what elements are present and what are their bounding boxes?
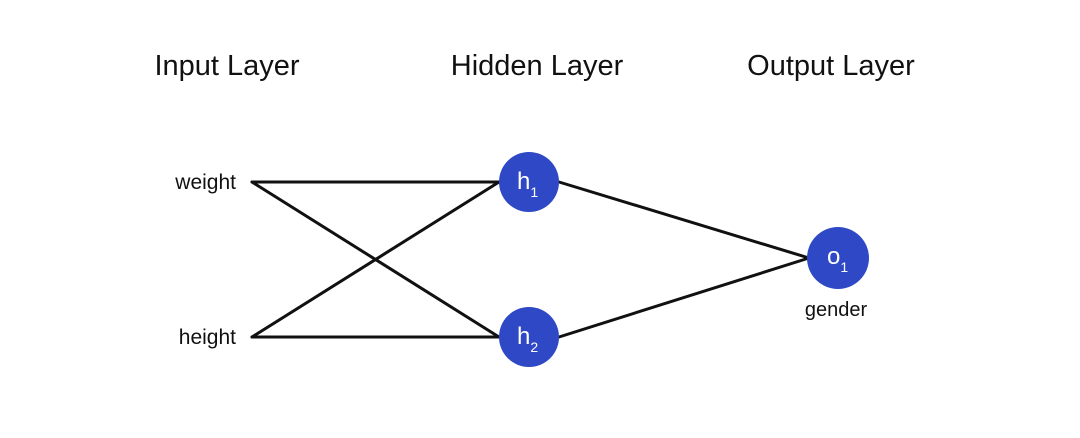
node-o1-subscript: 1 [840,259,848,275]
edge-h2-o1 [557,256,811,339]
node-h1-label: h1 [517,168,538,200]
node-h1-subscript: 1 [530,184,538,200]
edge-height-h1 [250,180,501,339]
node-h2-label: h2 [517,323,538,355]
node-o1-circle [807,227,869,289]
node-h2-circle [499,307,559,367]
edge-h1-o1 [557,180,811,260]
node-o1: o1 [807,227,869,289]
input-layer-title: Input Layer [154,50,299,82]
input-label-height: height [179,326,236,349]
node-o1-letter: o [827,243,840,270]
output-label-gender: gender [805,299,868,321]
node-h1-circle [499,152,559,212]
output-layer-title: Output Layer [747,50,915,82]
node-h1: h1 [499,152,559,212]
node-o1-label: o1 [827,243,848,275]
node-h1-letter: h [517,168,530,195]
input-label-weight: weight [174,171,236,194]
node-h2: h2 [499,307,559,367]
node-h2-letter: h [517,323,530,350]
hidden-layer-title: Hidden Layer [451,50,624,82]
node-h2-subscript: 2 [530,339,538,355]
